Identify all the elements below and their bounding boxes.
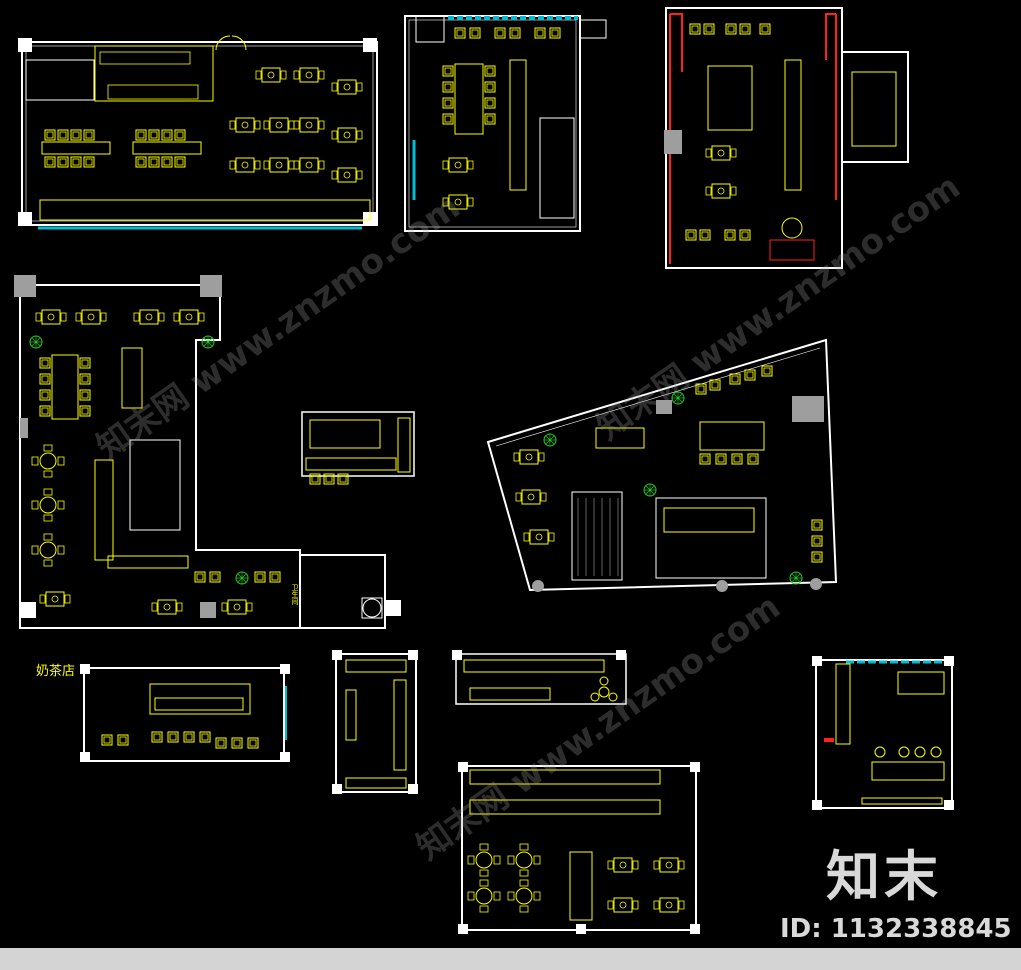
brand-logo: 知末 [826, 845, 942, 908]
toilet-label: 卫生间 [291, 584, 299, 605]
plan-11-bottom-restaurant [458, 762, 700, 934]
plan-9-bar-counter [452, 650, 627, 705]
id-label: ID: 1132338845 [780, 914, 1012, 944]
cad-drawing-canvas: 知末网 www.znzmo.com 知末网 www.znzmo.com 知末网 … [14, 7, 1012, 944]
plan-3-restaurant-red [664, 7, 909, 269]
plan-5-small-bar [301, 411, 415, 485]
plan-7-milk-tea [80, 664, 290, 762]
floor-plans-svg [14, 7, 954, 934]
status-bar [0, 948, 1021, 970]
milk-tea-shop-label: 奶茶店 [36, 664, 76, 679]
plan-4-l-shaped [14, 275, 401, 629]
plan-2-cafe [404, 15, 607, 232]
plan-8-narrow [332, 650, 418, 794]
plan-10-small-room [812, 656, 954, 810]
plan-1-restaurant [18, 35, 378, 230]
plan-6-slanted [486, 338, 838, 592]
